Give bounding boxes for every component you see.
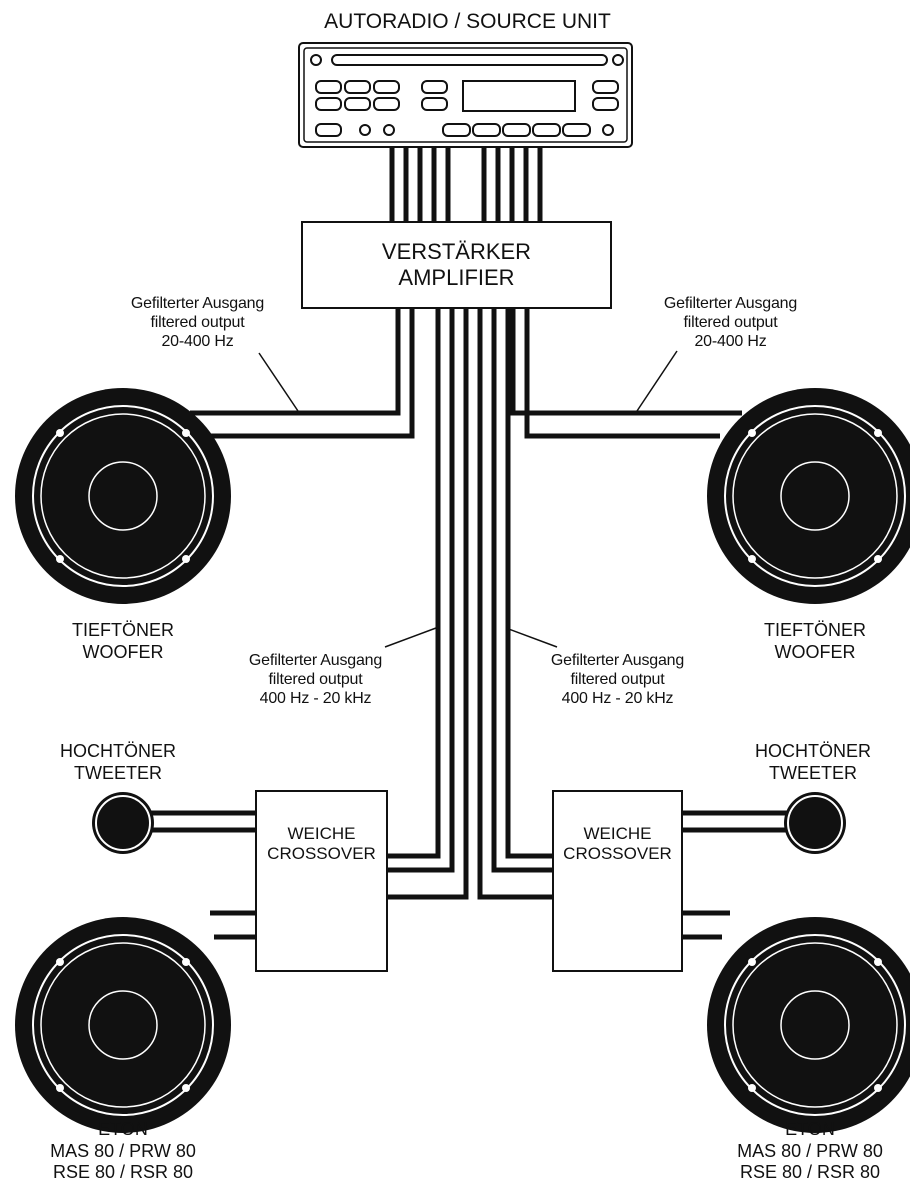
amplifier-label: VERSTÄRKER AMPLIFIER xyxy=(302,239,611,292)
woofer-label-de: TIEFTÖNER xyxy=(764,620,866,640)
sub-output-line1: Gefilterter Ausgang xyxy=(663,295,798,312)
source-cables xyxy=(389,147,543,222)
component-brand: ETON xyxy=(785,1119,835,1139)
tweeter-left-icon xyxy=(91,791,155,855)
tweeter-label-de: HOCHTÖNER xyxy=(60,741,176,761)
mid-output-line1: Gefilterter Ausgang xyxy=(248,652,383,669)
tweeter-label-en: TWEETER xyxy=(74,762,162,783)
sub-output-line2: filtered output xyxy=(150,314,245,332)
woofer-label-en: WOOFER xyxy=(82,641,164,662)
amplifier-label-en: AMPLIFIER xyxy=(398,265,515,291)
tweeter-label-left: HOCHTÖNER TWEETER xyxy=(28,741,208,784)
tweeter-label-right: HOCHTÖNER TWEETER xyxy=(723,741,903,784)
tweeter-label-de: HOCHTÖNER xyxy=(755,741,871,761)
crossover-label-en: CROSSOVER xyxy=(267,844,376,864)
mid-output-line3: 400 Hz - 20 kHz xyxy=(259,690,372,708)
woofer-label-en: WOOFER xyxy=(774,641,856,662)
component-label-left: ETON MAS 80 / PRW 80 RSE 80 / RSR 80 xyxy=(23,1119,223,1184)
mid-output-label-left: Gefilterter Ausgang filtered output 400 … xyxy=(228,651,403,709)
crossover-label-right: WEICHE CROSSOVER xyxy=(553,824,682,865)
component-brand: ETON xyxy=(98,1119,148,1139)
component-models-2: RSE 80 / RSR 80 xyxy=(739,1162,881,1183)
crossover-box-left xyxy=(255,790,388,972)
component-models-1: MAS 80 / PRW 80 xyxy=(737,1140,883,1161)
crossover-label-de: WEICHE xyxy=(287,824,356,843)
mid-output-line2: filtered output xyxy=(570,671,665,689)
component-models-2: RSE 80 / RSR 80 xyxy=(52,1162,194,1183)
mid-output-line2: filtered output xyxy=(268,671,363,689)
woofer-label-right: TIEFTÖNER WOOFER xyxy=(735,620,895,663)
sub-output-label-right: Gefilterter Ausgang filtered output 20-4… xyxy=(643,294,818,352)
speaker-cables xyxy=(150,810,790,940)
sub-output-line3: 20-400 Hz xyxy=(161,333,234,351)
crossover-label-left: WEICHE CROSSOVER xyxy=(256,824,387,865)
crossover-cables xyxy=(388,308,553,900)
woofer-label-de: TIEFTÖNER xyxy=(72,620,174,640)
tweeter-right-icon xyxy=(783,791,847,855)
sub-output-line2: filtered output xyxy=(683,314,778,332)
midbass-left-icon xyxy=(14,916,232,1134)
amplifier-label-de: VERSTÄRKER xyxy=(381,239,532,264)
crossover-label-en: CROSSOVER xyxy=(563,844,672,864)
mid-output-line1: Gefilterter Ausgang xyxy=(550,652,685,669)
midbass-right-icon xyxy=(706,916,910,1134)
source-unit-label: AUTORADIO / SOURCE UNIT xyxy=(324,10,611,33)
sub-output-line3: 20-400 Hz xyxy=(694,333,767,351)
crossover-label-de: WEICHE xyxy=(583,824,652,843)
woofer-right-icon xyxy=(706,387,910,605)
leader-lines xyxy=(258,350,678,648)
component-label-right: ETON MAS 80 / PRW 80 RSE 80 / RSR 80 xyxy=(710,1119,910,1184)
woofer-cables xyxy=(190,308,742,439)
mid-output-label-right: Gefilterter Ausgang filtered output 400 … xyxy=(530,651,705,709)
woofer-label-left: TIEFTÖNER WOOFER xyxy=(43,620,203,663)
sub-output-line1: Gefilterter Ausgang xyxy=(130,295,265,312)
sub-output-label-left: Gefilterter Ausgang filtered output 20-4… xyxy=(110,294,285,352)
crossover-box-right xyxy=(552,790,683,972)
component-models-1: MAS 80 / PRW 80 xyxy=(50,1140,196,1161)
mid-output-line3: 400 Hz - 20 kHz xyxy=(561,690,674,708)
woofer-left-icon xyxy=(14,387,232,605)
head-unit xyxy=(298,42,633,148)
tweeter-label-en: TWEETER xyxy=(769,762,857,783)
amplifier-box xyxy=(301,221,612,309)
